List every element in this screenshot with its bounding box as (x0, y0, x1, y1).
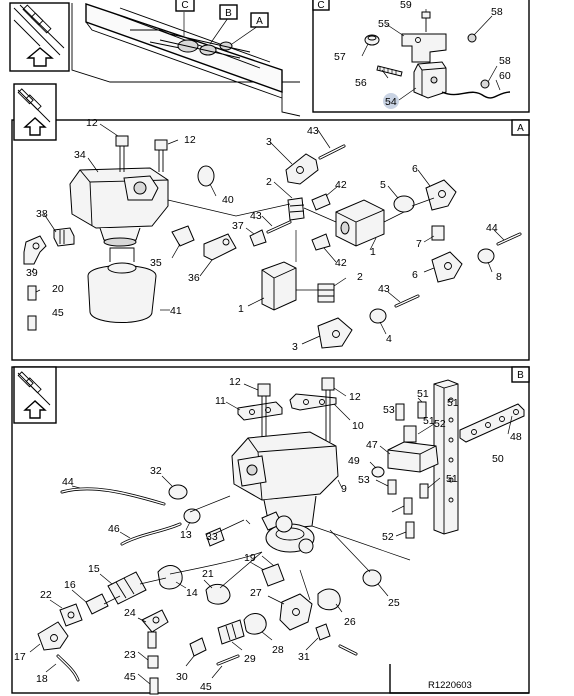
b-label-53b: 53 (358, 474, 370, 486)
a-label-2b: 2 (357, 271, 363, 283)
a-label-2a: 2 (266, 176, 272, 188)
b-label-52a: 52 (434, 418, 446, 430)
b-label-53a: 53 (383, 404, 395, 416)
b-label-15: 15 (88, 563, 100, 575)
a-label-12a: 12 (86, 117, 98, 129)
a-label-5: 5 (380, 179, 386, 191)
a-label-45a: 45 (52, 307, 64, 319)
a-label-36: 36 (188, 272, 200, 284)
c-label-54: 54 (385, 96, 397, 108)
b-label-11: 11 (215, 395, 226, 407)
orientation-icon-top (9, 2, 70, 72)
c-label-58b: 58 (499, 55, 511, 67)
a-label-39: 39 (26, 267, 38, 279)
c-label-57: 57 (334, 51, 346, 63)
a-label-41: 41 (170, 305, 182, 317)
a-label-42b: 42 (335, 257, 347, 269)
b-label-44: 44 (62, 476, 74, 488)
b-label-45b: 45 (200, 681, 212, 693)
top-view-assembly (71, 3, 301, 117)
b-label-51c: 51 (423, 415, 435, 427)
b-label-27: 27 (250, 587, 262, 599)
callout-a-text: A (256, 16, 263, 27)
a-label-8: 8 (496, 271, 502, 283)
a-label-37: 37 (232, 220, 244, 232)
b-label-50: 50 (492, 453, 504, 465)
a-label-42a: 42 (335, 179, 347, 191)
detail-c-panel: C (312, 0, 530, 113)
callout-box-b: B (219, 4, 238, 20)
a-label-43a: 43 (307, 125, 319, 137)
detail-b-panel: B (11, 366, 530, 695)
a-label-12b: 12 (184, 134, 196, 146)
a-label-44: 44 (486, 222, 498, 234)
a-label-4: 4 (386, 333, 392, 345)
detail-b-letter: B (517, 370, 524, 381)
b-label-47: 47 (366, 439, 378, 451)
b-label-9: 9 (341, 483, 347, 495)
a-label-1a: 1 (370, 246, 376, 258)
b-label-14: 14 (186, 587, 198, 599)
b-label-10: 10 (352, 420, 364, 432)
orientation-icon-a (13, 83, 57, 141)
b-label-31: 31 (298, 651, 310, 663)
c-label-60: 60 (499, 70, 511, 82)
b-label-46: 46 (108, 523, 120, 535)
b-label-25: 25 (388, 597, 400, 609)
b-label-18: 18 (36, 673, 48, 685)
b-label-12b: 12 (349, 391, 361, 403)
reference-box: R1220603 (389, 664, 529, 694)
b-label-21: 21 (202, 568, 214, 580)
b-label-22: 22 (40, 589, 52, 601)
c-label-56: 56 (355, 77, 367, 89)
callout-box-c: C (175, 0, 195, 12)
b-label-33: 33 (206, 531, 218, 543)
b-label-30: 30 (176, 671, 188, 683)
orientation-icon-b (13, 366, 57, 424)
b-label-12a: 12 (229, 376, 241, 388)
detail-c-letter: C (317, 0, 324, 11)
b-label-48: 48 (510, 431, 522, 443)
b-label-19: 19 (244, 552, 256, 564)
a-label-6b: 6 (412, 269, 418, 281)
a-label-1b: 1 (238, 303, 244, 315)
b-label-51d: 51 (446, 473, 458, 485)
b-label-52b: 52 (382, 531, 394, 543)
b-label-45a: 45 (124, 671, 136, 683)
b-label-28: 28 (272, 644, 284, 656)
b-label-51a: 51 (417, 388, 429, 400)
b-label-32: 32 (150, 465, 162, 477)
b-label-24: 24 (124, 607, 136, 619)
detail-a-panel: A (11, 83, 530, 361)
a-label-40: 40 (222, 194, 234, 206)
b-label-26: 26 (344, 616, 356, 628)
a-label-43b: 43 (250, 210, 262, 222)
detail-a-letter: A (517, 123, 524, 134)
b-label-51b: 51 (447, 397, 459, 409)
callout-b-text: B (225, 8, 232, 19)
callout-c-text: C (181, 0, 188, 11)
b-label-23: 23 (124, 649, 136, 661)
c-label-59: 59 (400, 0, 412, 11)
b-label-16: 16 (64, 579, 76, 591)
a-label-20: 20 (52, 283, 64, 295)
b-label-29: 29 (244, 653, 256, 665)
a-label-43c: 43 (378, 283, 390, 295)
b-label-49: 49 (348, 455, 360, 467)
callout-box-a: A (250, 12, 269, 28)
a-label-3b: 3 (292, 341, 298, 353)
b-label-17: 17 (14, 651, 26, 663)
b-label-13: 13 (180, 529, 192, 541)
c-label-58a: 58 (491, 6, 503, 18)
reference-number: R1220603 (428, 680, 472, 691)
a-label-6a: 6 (412, 163, 418, 175)
a-label-38: 38 (36, 208, 48, 220)
a-label-35: 35 (150, 257, 162, 269)
a-label-3a: 3 (266, 136, 272, 148)
a-label-7: 7 (416, 238, 422, 250)
a-label-34: 34 (74, 149, 86, 161)
c-label-55: 55 (378, 18, 390, 30)
